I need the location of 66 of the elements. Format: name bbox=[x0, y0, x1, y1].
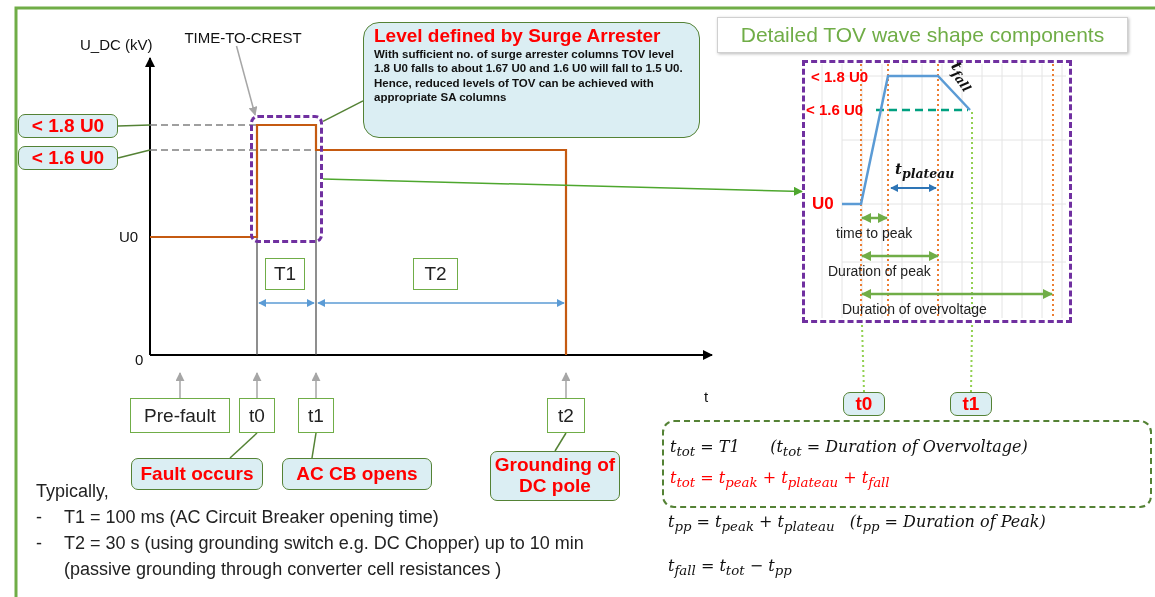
axis-label: t bbox=[704, 388, 709, 405]
level-label: U0 bbox=[812, 194, 834, 214]
formula: t$_{fall}$ = t$_{tot}$ − t$_{pp}$ bbox=[668, 556, 792, 579]
leader-line bbox=[229, 432, 258, 459]
interval-label: T2 bbox=[424, 263, 447, 285]
tick-label: U0 bbox=[119, 228, 139, 245]
event-label: Fault occurs bbox=[140, 463, 254, 485]
level-label: < 1.8 U0 bbox=[811, 68, 869, 85]
leader-line bbox=[322, 100, 364, 123]
annotation-text: TIME-TO-CREST bbox=[184, 28, 302, 46]
note-text: Typically, bbox=[36, 480, 109, 503]
time-label: t0 bbox=[855, 393, 873, 415]
dimension-label: Duration of overvoltage bbox=[842, 301, 987, 317]
callout-box bbox=[18, 114, 118, 138]
bullet-mark: - bbox=[36, 506, 42, 529]
label-box bbox=[239, 398, 275, 433]
callout-heading: Level defined by Surge Arrester bbox=[374, 26, 661, 47]
leader-line bbox=[860, 322, 865, 393]
event-label: Grounding of DC pole bbox=[493, 455, 617, 497]
time-label: t1 bbox=[308, 404, 324, 427]
note-text: T1 = 100 ms (AC Circuit Breaker opening time) bbox=[64, 506, 439, 529]
dimension-label: time to peak bbox=[836, 225, 913, 241]
bullet-mark: - bbox=[36, 532, 42, 555]
leader-line bbox=[117, 149, 151, 159]
highlight-box bbox=[250, 115, 323, 243]
time-label: t0 bbox=[249, 404, 265, 427]
panel-title-box bbox=[717, 17, 1128, 53]
level-label: < 1.6 U0 bbox=[31, 147, 105, 169]
interval-label: T1 bbox=[273, 263, 297, 285]
arrow bbox=[322, 178, 803, 196]
variable-label: t$_{plateau}$ bbox=[895, 160, 955, 181]
callout-text: With sufficient no. of surge arrester columns TOV level 1.8 U0 falls to about 1.67 U0 and 1.6 U0 will fall to 1.5 U0. Hence, reduced levels of TOV can be achieved with appropriate SA columns bbox=[374, 46, 684, 105]
label-box bbox=[130, 398, 230, 433]
formula-box bbox=[662, 420, 1152, 508]
time-label: Pre-fault bbox=[144, 404, 216, 427]
axis-label: U_DC (kV) bbox=[80, 36, 153, 53]
label-box bbox=[265, 258, 305, 290]
arrow bbox=[235, 45, 258, 116]
level-label: < 1.6 U0 bbox=[806, 101, 864, 118]
arrow bbox=[252, 372, 262, 399]
callout-box bbox=[18, 146, 118, 170]
leader-line bbox=[554, 432, 567, 452]
tick-label: 0 bbox=[135, 351, 144, 368]
label-box bbox=[413, 258, 458, 290]
arrow bbox=[311, 372, 321, 399]
leader-line bbox=[970, 322, 974, 393]
arrow bbox=[561, 372, 571, 399]
label-box bbox=[298, 398, 334, 433]
formula: t$_{tot}$ = t$_{peak}$ + t$_{plateau}$ + t$_{fall}$ bbox=[670, 467, 890, 493]
time-label: t1 bbox=[962, 393, 980, 415]
callout-box bbox=[950, 392, 992, 416]
panel-title: Detailed TOV wave shape components bbox=[740, 23, 1105, 47]
event-label: AC CB opens bbox=[296, 463, 418, 485]
formula: t$_{tot}$ = T1 (t$_{tot}$ = Duration of Overvoltage) bbox=[670, 435, 1028, 461]
level-label: < 1.8 U0 bbox=[31, 115, 105, 137]
dimension-label: Duration of peak bbox=[828, 263, 931, 279]
leader-line bbox=[311, 432, 317, 459]
leader-line bbox=[117, 124, 151, 127]
callout-box bbox=[843, 392, 885, 416]
callout-bubble bbox=[363, 22, 700, 138]
label-box bbox=[547, 398, 585, 433]
note-text: T2 = 30 s (using grounding switch e.g. DC Chopper) up to 10 min (passive grounding through converter cell resistances ) bbox=[64, 532, 585, 581]
callout-box bbox=[131, 458, 263, 490]
time-label: t2 bbox=[558, 404, 574, 427]
arrow bbox=[175, 372, 185, 399]
callout-box bbox=[282, 458, 432, 490]
